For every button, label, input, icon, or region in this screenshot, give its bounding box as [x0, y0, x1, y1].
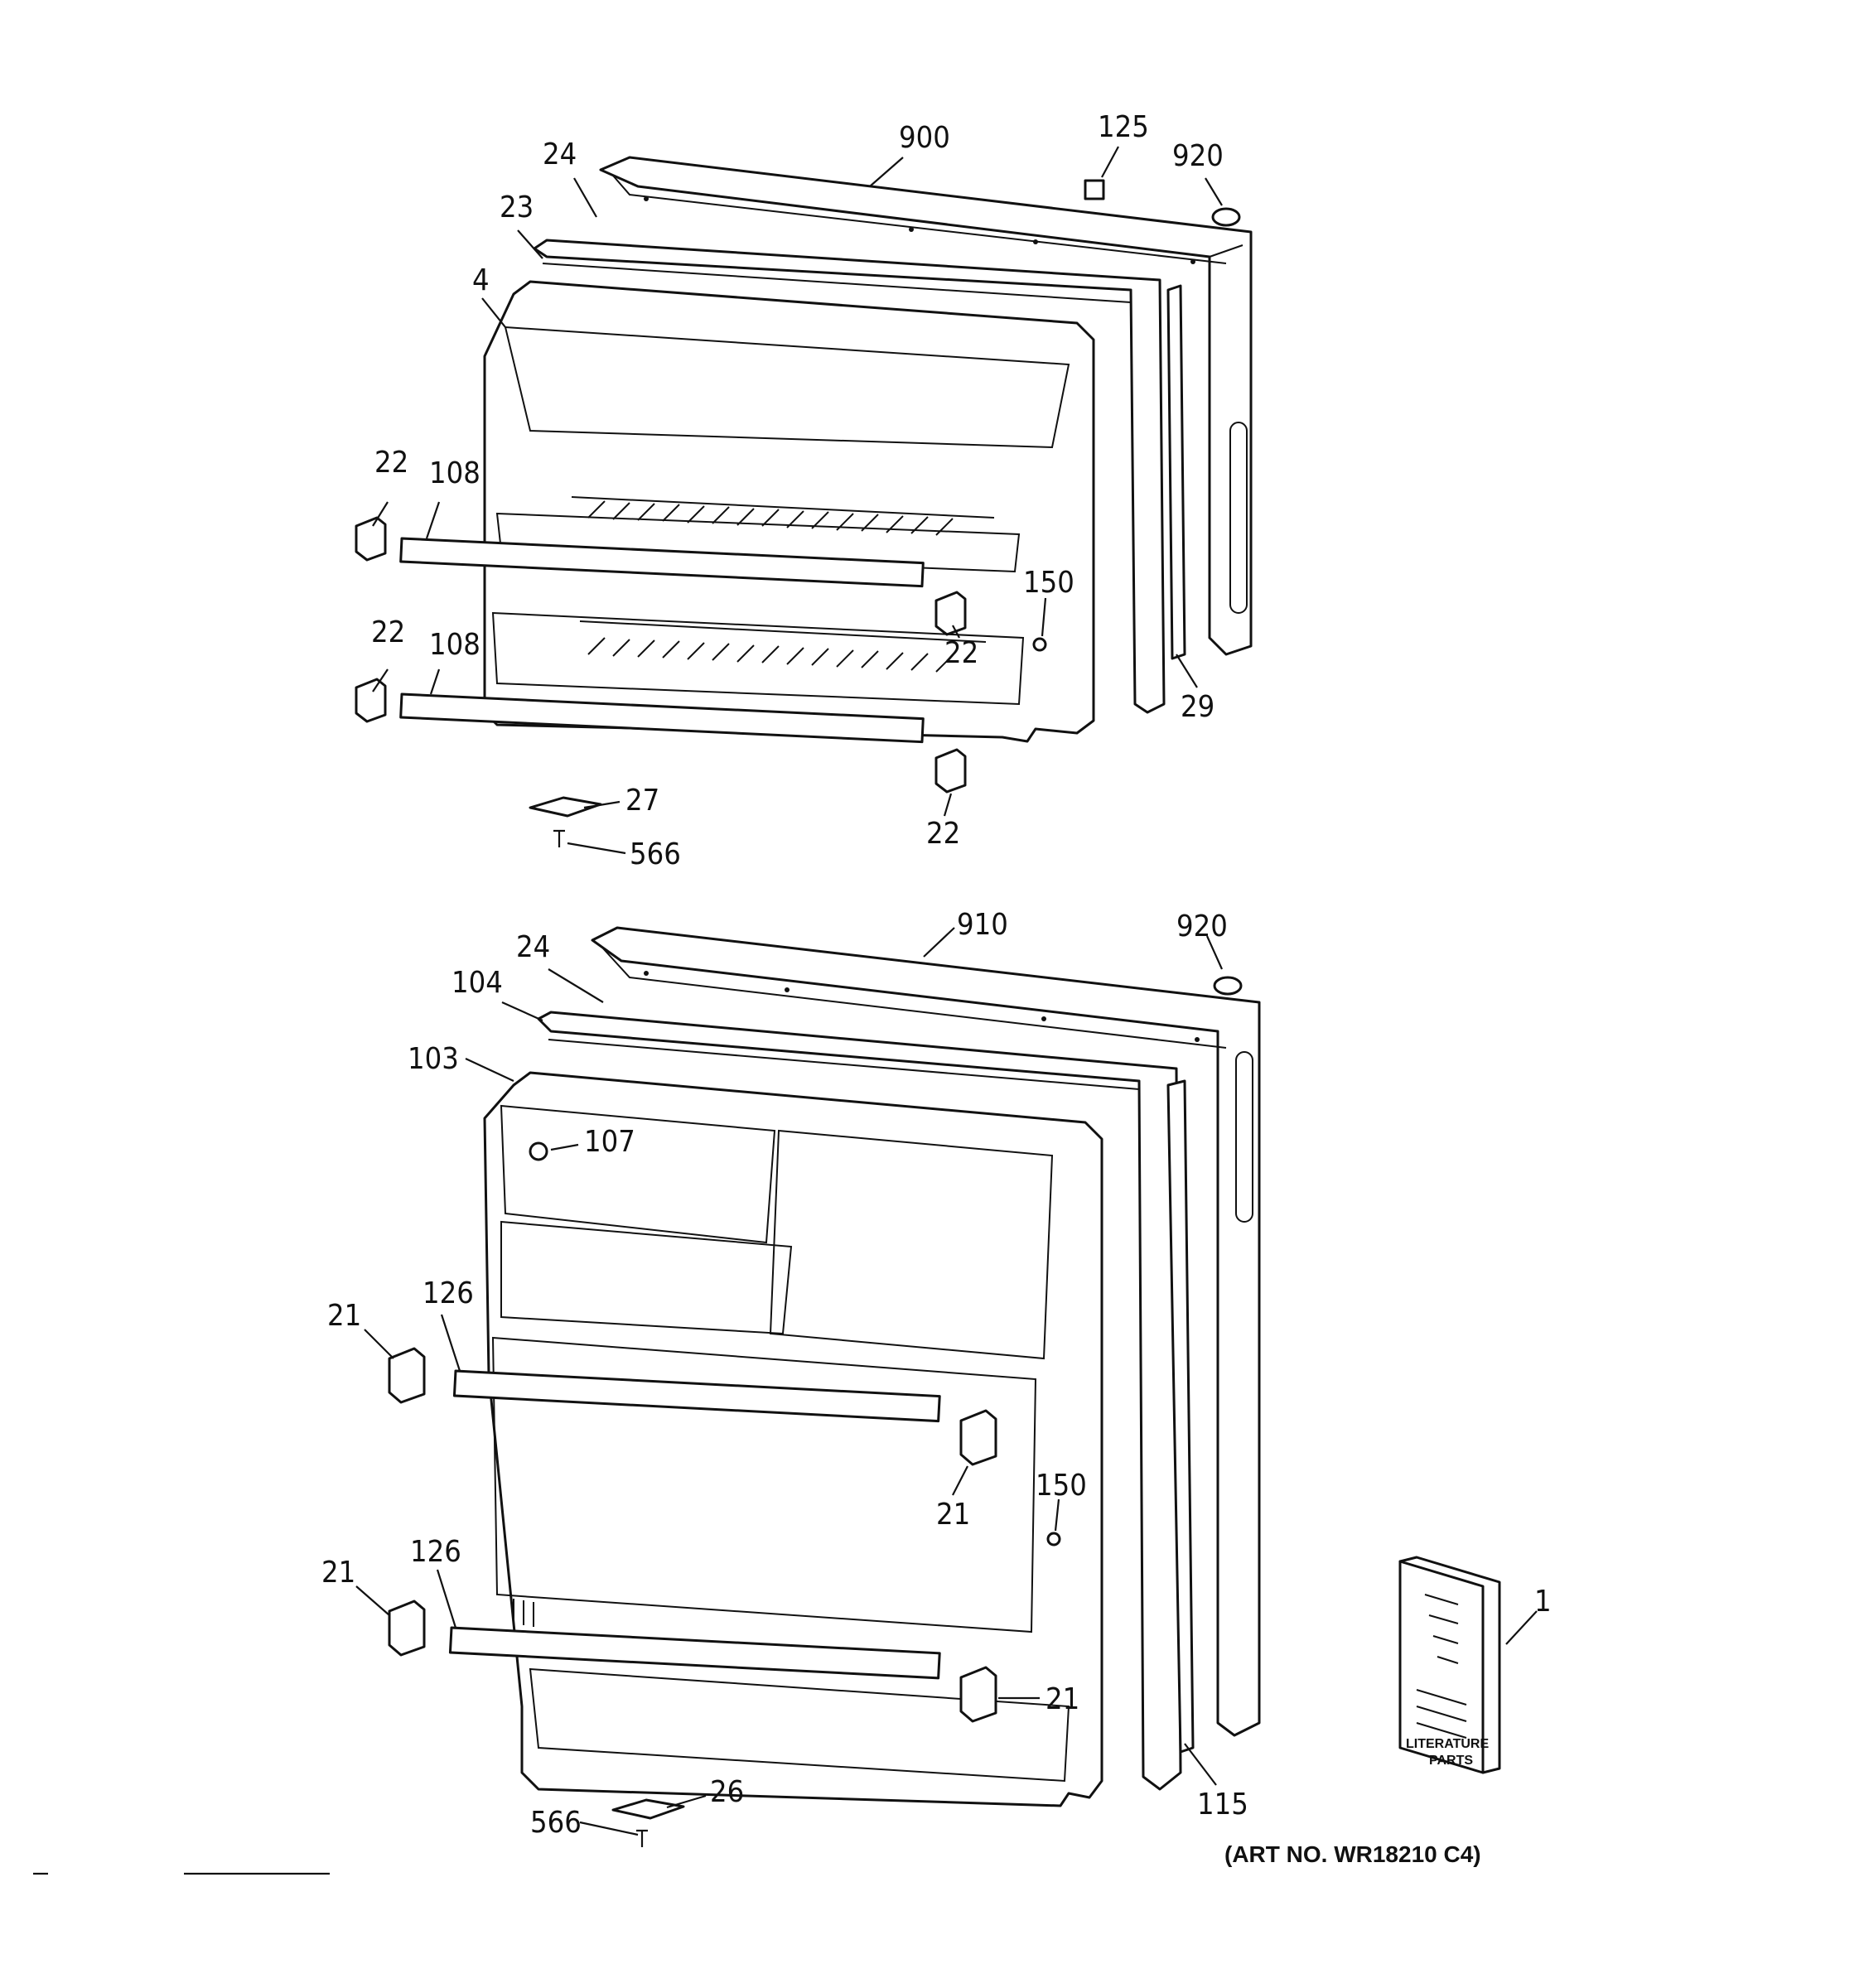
shelf-support-22-c	[934, 591, 967, 636]
label-566-lower: 566	[530, 1806, 582, 1840]
plug-920-lower	[1213, 976, 1243, 996]
screw-566-lower	[636, 1829, 648, 1847]
label-21-b: 21	[936, 1498, 970, 1532]
shelf-support-22-b	[355, 678, 387, 723]
label-108-b: 108	[429, 628, 480, 662]
fresh-food-door-assembly: LITERATURE PARTS 910 920 24 104 103 107 …	[321, 908, 1552, 1847]
shelf-support-22-a	[355, 516, 387, 562]
hinge-plate-26	[611, 1798, 685, 1820]
label-107: 107	[584, 1125, 635, 1159]
door-gasket-lower	[537, 1011, 1195, 1791]
label-108-a: 108	[429, 456, 480, 490]
hinge-cap-125	[1084, 179, 1105, 200]
label-920-upper: 920	[1172, 139, 1224, 173]
label-22-b: 22	[371, 615, 405, 649]
screw-150-lower	[1046, 1532, 1061, 1546]
label-22-a: 22	[374, 446, 408, 480]
inner-door-liner-lower	[483, 1071, 1103, 1807]
label-24-upper: 24	[543, 138, 577, 171]
label-103: 103	[408, 1042, 459, 1076]
literature-label-line2: PARTS	[1429, 1754, 1473, 1768]
outer-door-panel-910	[591, 926, 1261, 1737]
label-27: 27	[625, 784, 659, 818]
label-24-lower: 24	[516, 930, 550, 964]
label-125: 125	[1098, 110, 1149, 144]
inner-door-liner	[483, 280, 1095, 743]
label-566-upper: 566	[630, 837, 681, 871]
shelf-support-21-d	[959, 1666, 997, 1723]
label-1: 1	[1534, 1585, 1552, 1619]
shelf-support-21-b	[959, 1409, 997, 1466]
literature-label-line1: LITERATURE	[1406, 1737, 1489, 1751]
outer-door-panel-900	[599, 156, 1253, 656]
label-22-c: 22	[944, 636, 978, 670]
label-900: 900	[899, 121, 950, 155]
label-29: 29	[1181, 690, 1214, 724]
plug-107	[529, 1141, 548, 1161]
label-150-lower: 150	[1036, 1469, 1087, 1503]
label-104: 104	[452, 966, 503, 1000]
freezer-door-assembly: 900 125 920 24 23 4 22 108 22 108 150 22…	[355, 110, 1253, 871]
plug-920-upper	[1211, 207, 1241, 227]
label-26: 26	[710, 1775, 744, 1809]
label-150-upper: 150	[1023, 566, 1074, 600]
shelf-bar-126-lower	[448, 1626, 941, 1680]
label-21-c: 21	[321, 1556, 355, 1590]
label-21-d: 21	[1045, 1682, 1079, 1716]
shelf-support-22-d	[934, 748, 967, 794]
label-115: 115	[1197, 1788, 1248, 1822]
shelf-bar-108-upper	[399, 537, 925, 588]
shelf-bar-108-lower	[399, 692, 925, 744]
label-4: 4	[472, 263, 490, 297]
label-126-a: 126	[423, 1276, 474, 1310]
art-number: (ART NO. WR18210 C4)	[1224, 1841, 1481, 1867]
label-23: 23	[500, 191, 534, 224]
label-910: 910	[957, 908, 1008, 942]
label-22-d: 22	[926, 817, 960, 851]
label-920-lower: 920	[1176, 910, 1228, 943]
shelf-support-21-c	[388, 1600, 426, 1657]
shelf-support-21-a	[388, 1347, 426, 1404]
screw-150-upper	[1032, 637, 1047, 652]
label-126-b: 126	[410, 1535, 461, 1569]
door-gasket	[533, 239, 1186, 714]
shelf-bar-126-upper	[452, 1369, 941, 1423]
screw-566-upper	[553, 829, 565, 847]
literature-parts-packet: LITERATURE PARTS	[1398, 1556, 1501, 1774]
label-21-a: 21	[327, 1299, 361, 1333]
